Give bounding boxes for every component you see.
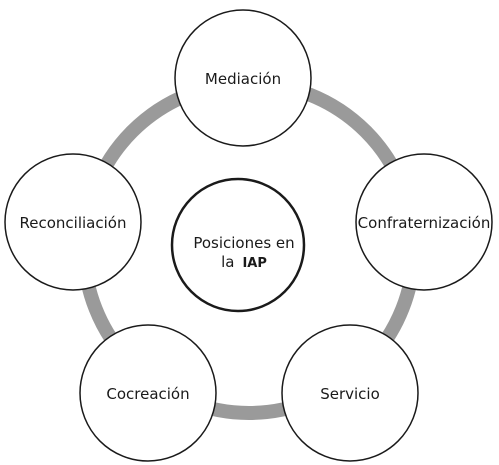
node-circle [79,324,217,462]
node-servicio: Servicio [281,324,419,462]
node-circle [281,324,419,462]
node-reconciliacion: Reconciliación [4,153,142,291]
center-label-iap: IAP [242,256,266,271]
center-label-line1: Posiciones en [193,234,294,252]
node-circle [355,153,493,291]
center-node: Posiciones en la IAP [170,177,306,313]
node-label-reconciliacion: Reconciliación [20,214,127,232]
center-circle [170,177,306,313]
node-circle [174,9,312,147]
center-label-line2: la IAP [221,253,267,271]
node-label-confraternizacion: Confraternización [358,214,491,232]
node-label-servicio: Servicio [320,385,380,403]
node-confraternizacion: Confraternización [355,153,493,291]
node-mediacion: Mediación [174,9,312,147]
node-label-cocreacion: Cocreación [106,385,189,403]
node-circle [4,153,142,291]
node-cocreacion: Cocreación [79,324,217,462]
center-label-la: la [221,253,234,271]
node-label-mediacion: Mediación [205,70,281,88]
